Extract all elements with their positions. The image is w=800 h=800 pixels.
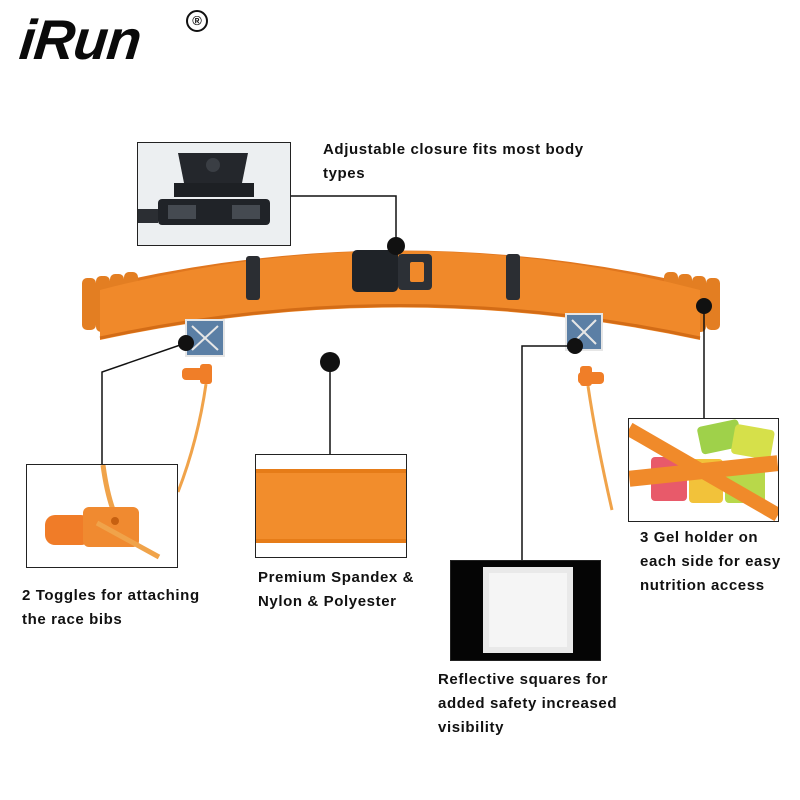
reflective-inset [450,560,601,661]
gel-caption: 3 Gel holder on each side for easy nutri… [640,529,781,594]
buckle-inset [137,142,291,246]
fabric-inset [255,454,407,558]
closure-caption: Adjustable closure fits most body types [323,141,584,182]
gel-inset [628,418,779,522]
toggle-left [176,364,212,493]
toggles-caption: 2 Toggles for attaching the race bibs [22,587,200,628]
buckle-photo-icon [138,143,290,245]
fabric-photo-icon [256,455,406,557]
reflective-square-right [565,313,603,351]
toggle-inset [26,464,178,568]
left-slider [246,256,260,300]
callout-dots [178,237,712,372]
toggle-right [578,366,614,511]
gel-photo-icon [629,419,778,521]
reflective-photo-icon [451,561,600,660]
reflective-caption: Reflective squares for added safety incr… [438,671,618,736]
material-caption: Premium Spandex & Nylon & Polyester [258,569,415,610]
buckle [352,250,432,292]
toggle-photo-icon [27,465,177,567]
registered-mark: ® [186,10,208,32]
right-slider [506,254,520,300]
